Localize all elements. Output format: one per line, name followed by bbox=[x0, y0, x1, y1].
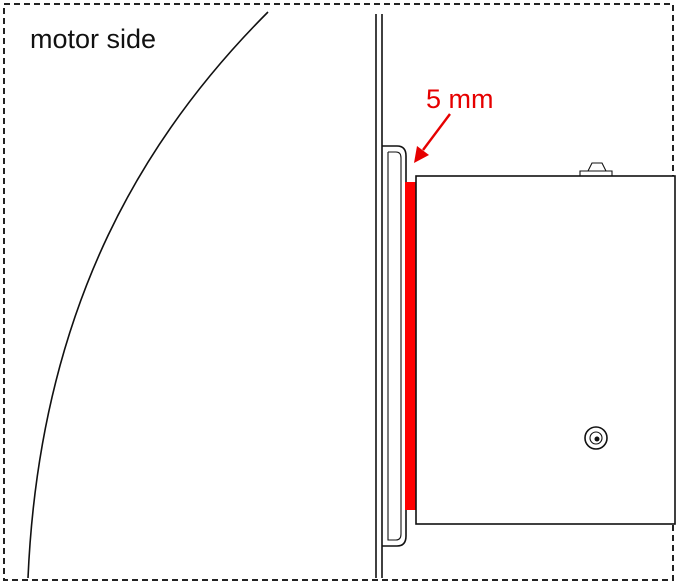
gap-highlight bbox=[405, 182, 417, 510]
dimension-arrow-head bbox=[414, 146, 429, 163]
flange-plate-inner bbox=[387, 151, 402, 541]
screw-inner-ring bbox=[589, 431, 603, 445]
dashed-frame bbox=[3, 3, 674, 581]
dimension-arrow-line bbox=[422, 113, 451, 151]
screw-icon bbox=[584, 426, 608, 450]
motor-side-label: motor side bbox=[30, 24, 156, 54]
flange-plate-outer bbox=[382, 145, 407, 547]
screw-center bbox=[594, 436, 600, 442]
top-fitting bbox=[579, 162, 613, 176]
motor-housing-curve bbox=[27, 11, 269, 579]
box-body bbox=[415, 175, 676, 525]
dimension-label: 5 mm bbox=[426, 84, 494, 114]
